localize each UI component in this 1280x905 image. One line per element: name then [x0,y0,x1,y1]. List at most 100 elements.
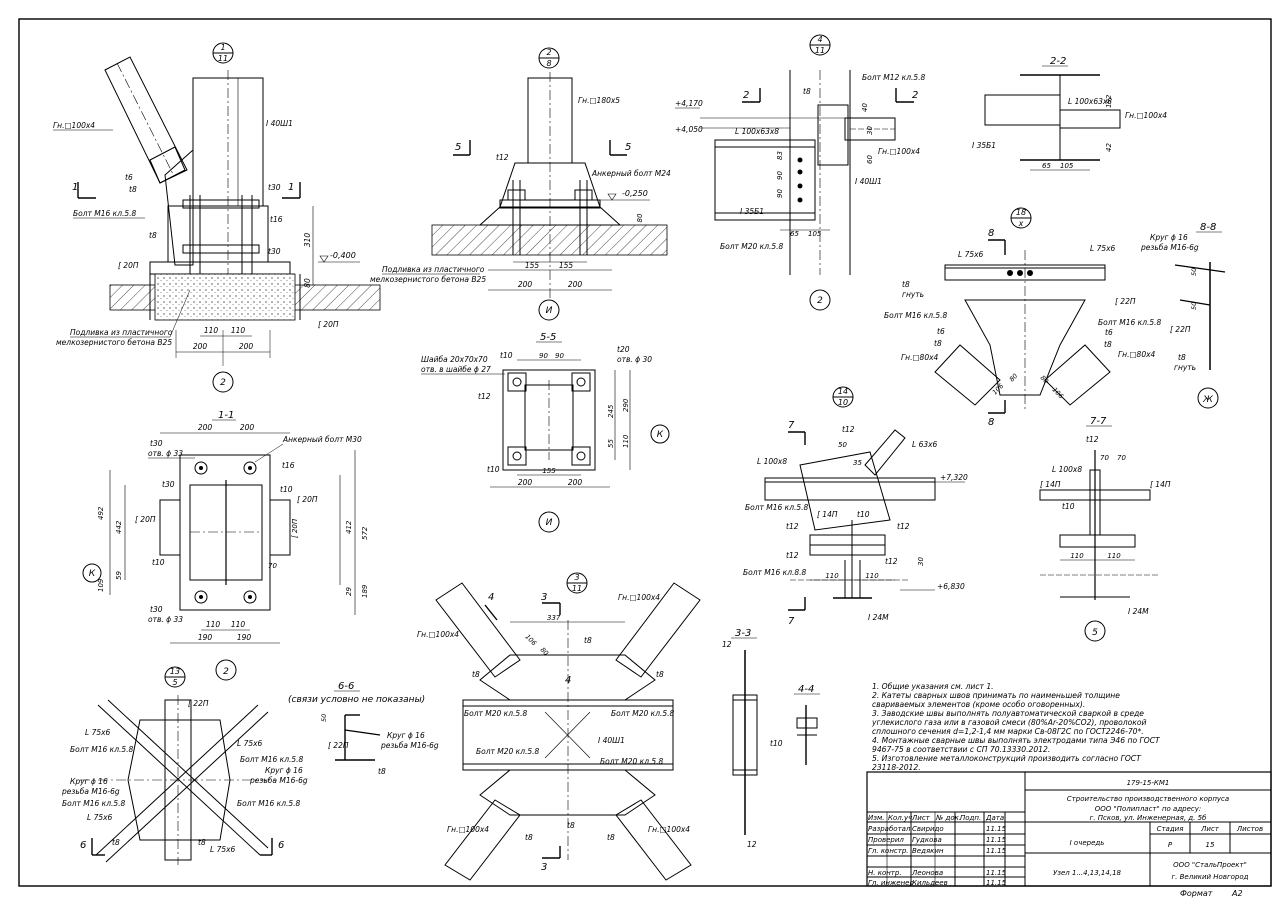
elev-minus-0400: -0,400 [330,251,356,260]
callout-top: 4 [817,35,822,44]
dim-105: 105 [808,230,822,238]
label-ang: L 100х8 [1052,465,1082,474]
dim-190b: 190 [237,633,252,642]
label-t30c: t30 [162,480,175,489]
section-mark-2a: 2 [743,90,749,101]
dim-50b: 50 [1190,302,1198,310]
label-tube: Гн.□180х5 [578,96,620,105]
label-bolt1: Болт М16 кл.5.8 [70,745,134,754]
label-bolt12: Болт М12 кл.5.8 [862,73,926,82]
dim-105: 105 [1060,162,1074,170]
view-node-13: 13 5 [ 22П L 75х6 L 75х6 Болт М16 кл.5.8… [61,666,308,865]
label-t8c: t8 [656,670,664,679]
role-5: Гл. инженер [868,879,914,887]
dim-337: 337 [547,614,561,622]
section-title: 2-2 [1050,56,1066,67]
label-col: I 40Ш1 [855,177,882,186]
label-t8b: t8 [934,339,942,348]
label-ang4: L 75х6 [210,845,236,854]
dim-200a: 200 [518,478,533,487]
label-ch: [ 22П [188,699,209,708]
section-mark-7a: 7 [788,420,795,431]
section-mark-5b: 5 [625,142,631,153]
dim-12a: 12 [722,640,732,649]
label-t8b: t8 [198,838,206,847]
label-t10b: t10 [487,465,500,474]
dim-60: 60 [866,155,874,164]
label-beam: I 35Б1 [740,207,764,216]
dim-59: 59 [115,571,123,580]
dim-80a: 80 [1008,372,1020,384]
dim-572: 572 [361,526,369,540]
view-node-14: 14 10 7 7 t12 L 63х6 50 35 L 100х8 +7,32… [743,386,968,627]
elev-7320: +7,320 [940,473,968,482]
node-ref: 2 [223,667,229,677]
label-ch: [ 20П [297,495,318,504]
dim-245: 245 [607,404,615,418]
stage-value: Р [1168,841,1173,849]
view-node-1: 1 11 200 200 110 110 [53,42,381,393]
section-mark-1b: 1 [288,182,294,193]
date-1: 11.15 [986,836,1007,844]
callout-top: 13 [170,667,180,676]
hdr-0: Изм. [868,814,884,822]
label-ch: [ 22П [1115,297,1136,306]
note-line-3: 3. Заводские швы выполнять полуавтоматич… [872,709,1144,718]
label-angle: L 100х63х8 [1068,97,1112,106]
note-line-7: 9467-75 в соответствии с СП 70.13330.201… [872,745,1050,754]
dim-80b: 80 [1039,374,1051,386]
node-ref: И [546,306,553,316]
label-t6: t6 [125,173,133,182]
view-node-2: 2 8 155 155 200 200 И -0,250 80 5 5 Гн.□… [370,47,671,321]
label-t8e: t8 [567,821,575,830]
dim-200a: 200 [518,280,533,289]
dim-110a: 110 [1070,552,1084,560]
dim-70: 70 [268,562,277,570]
dim-70b: 70 [1117,454,1126,462]
label-ang1: L 75х6 [85,728,111,737]
label-round: Круг ϕ 16 [387,731,425,740]
label-ch: [ 14П [817,510,838,519]
note-line-9: 23118-2012. [872,763,921,772]
node-ref: 2 [817,296,823,306]
hdr-2: Лист [911,814,931,822]
section-title: 4-4 [798,684,814,695]
role-1: Проверил [868,836,904,844]
label-washer-hole: отв. в шайбе ϕ 27 [421,365,491,374]
label-t10: t10 [500,351,513,360]
project-line2: ООО "Полипласт" по адресу: [1095,805,1202,813]
section-mark-4a: 4 [488,592,494,603]
label-t8f: t8 [607,833,615,842]
label-t8b: t8 [149,231,157,240]
label-bolt2: Болт М16 кл.5.8 [240,755,304,764]
dim-106a: 106 [991,382,1005,396]
label-bolt4: Болт М20 кл.5.8 [600,757,664,766]
section-title: 6-6 [338,681,354,692]
name-4: Леонова [911,869,943,877]
label-tube1: Гн.□100х4 [618,593,660,602]
dim-109: 109 [97,578,105,592]
label-t12: t12 [478,392,491,401]
label-tube1: Гн.□80х4 [901,353,939,362]
dim-55: 55 [607,439,615,448]
label-ch: [ 22П [328,741,349,750]
role-4: Н. контр. [868,869,902,877]
label-bolt1: Болт М20 кл.5.8 [464,709,528,718]
dim-29: 29 [345,587,353,596]
section-title: 8-8 [1200,222,1216,233]
label-ch3: [ 20П [291,518,299,538]
drawing-code: 179-15-КМ1 [1127,779,1170,787]
dim-290: 290 [622,398,630,412]
label-thread1: резьба М16-6g [61,787,120,796]
label-t10: t10 [1062,502,1075,511]
label-bolt2: Болт М20 кл.5.8 [611,709,675,718]
label-t12: t12 [1086,435,1099,444]
note-line-1: 2. Катеты сварных швов принимать по наим… [872,691,1120,700]
callout-bottom: 5 [172,678,177,687]
dim-90b: 90 [555,352,564,360]
format-label: Формат [1180,889,1213,898]
date-0: 11.15 [986,825,1007,833]
label-t8a: t8 [584,636,592,645]
note-line-2: свариваемых элементов (кроме особо огово… [872,700,1085,709]
label-hole1: отв. ϕ 33 [148,449,183,458]
